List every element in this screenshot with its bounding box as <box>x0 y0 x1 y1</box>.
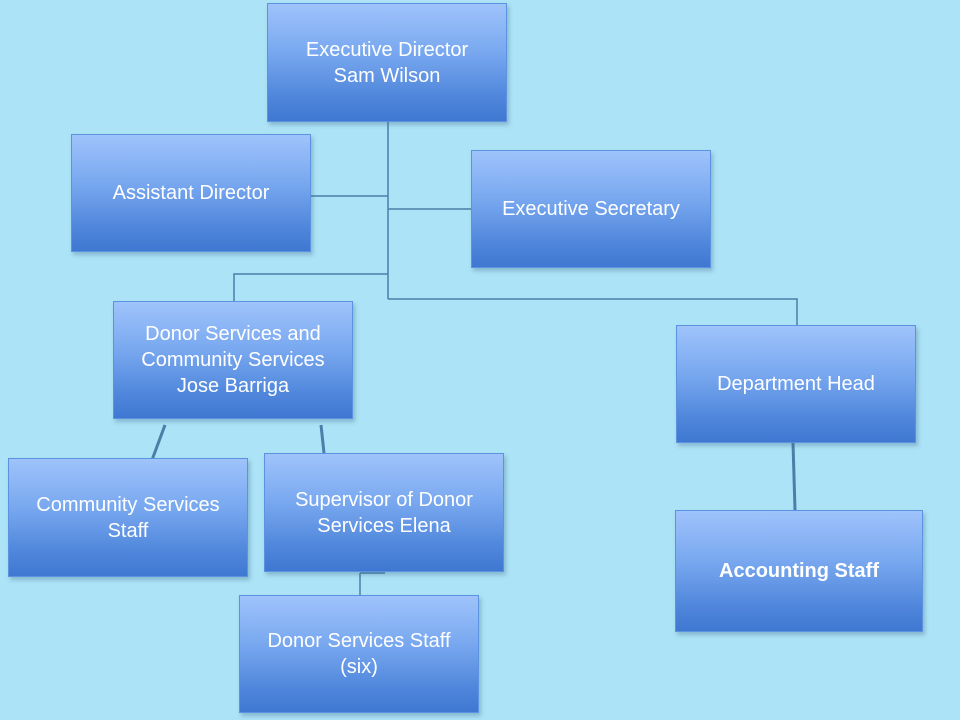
community-services-staff-box: Community Services Staff <box>8 458 248 577</box>
connector-department-head <box>388 298 798 325</box>
donor-services-staff-box: Donor Services Staff (six) <box>239 595 479 713</box>
supervisor-donor-services-box: Supervisor of Donor Services Elena <box>264 453 504 572</box>
donor-community-services-label: Donor Services and Community Services Jo… <box>141 323 325 397</box>
connector-supervisor <box>319 424 326 454</box>
assistant-director-box: Assistant Director <box>71 134 311 252</box>
executive-secretary-label: Executive Secretary <box>502 198 680 220</box>
accounting-staff-box: Accounting Staff <box>675 510 923 632</box>
department-head-label: Department Head <box>717 373 875 395</box>
accounting-staff-label: Accounting Staff <box>719 560 879 582</box>
donor-services-staff-label: Donor Services Staff (six) <box>267 630 451 678</box>
community-services-staff-label: Community Services Staff <box>36 493 220 542</box>
connector-donor-community <box>233 273 388 301</box>
connector-accounting <box>791 442 797 511</box>
executive-director-label: Executive Director Sam Wilson <box>305 38 469 87</box>
connector-community-staff <box>150 424 167 461</box>
department-head-box: Department Head <box>676 325 916 443</box>
executive-director-box: Executive Director Sam Wilson <box>267 3 507 122</box>
executive-secretary-box: Executive Secretary <box>471 150 711 268</box>
supervisor-donor-services-label: Supervisor of Donor Services Elena <box>295 488 473 537</box>
donor-community-services-box: Donor Services and Community Services Jo… <box>113 301 353 419</box>
assistant-director-label: Assistant Director <box>112 182 270 204</box>
